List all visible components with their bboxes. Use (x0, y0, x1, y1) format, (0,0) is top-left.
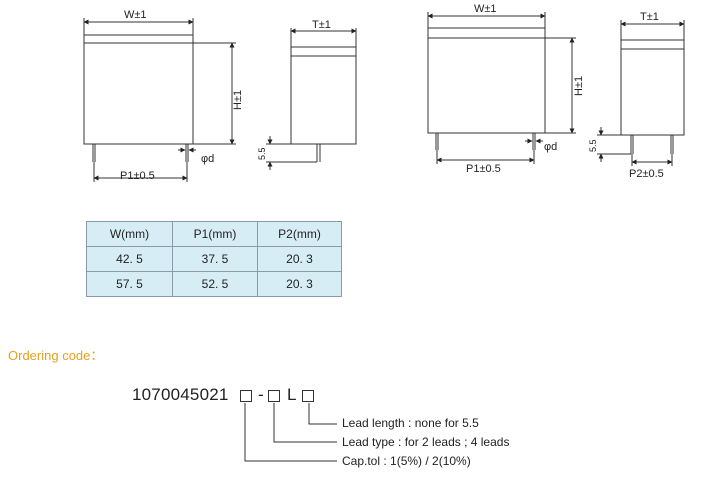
right-front-height-label: H±1 (573, 76, 585, 96)
left-front-body (83, 34, 194, 145)
ordering-base-code: 1070045021 (132, 385, 229, 404)
table-cell: 42. 5 (86, 246, 173, 272)
ordering-lead-prefix: L (287, 385, 297, 404)
table-cell: 20. 3 (257, 271, 342, 297)
table-cell: 52. 5 (172, 271, 258, 297)
left-front-height-label: H±1 (232, 90, 244, 110)
connector-lead-length (308, 403, 337, 425)
cap-tol-placeholder-box (240, 390, 252, 402)
right-side-body (620, 39, 685, 136)
right-side-thickness-label: T±1 (640, 11, 659, 23)
table-header-cell: W(mm) (86, 221, 173, 247)
table-row: 57. 5 52. 5 20. 3 (86, 271, 342, 297)
ordering-code-title: Ordering code： (8, 348, 104, 363)
left-front-width-label: W±1 (124, 9, 147, 21)
connector-cap-tol (244, 403, 337, 462)
right-front-view (427, 12, 576, 164)
note-lead-type: Lead type : for 2 leads ; 4 leads (342, 435, 510, 449)
spec-table: W(mm) P1(mm) P2(mm) 42. 5 37. 5 20. 3 57… (86, 221, 342, 297)
table-row: 42. 5 37. 5 20. 3 (86, 246, 342, 272)
connector-lead-type (273, 403, 337, 443)
left-side-body (290, 46, 357, 145)
table-cell: 37. 5 (172, 246, 258, 272)
right-side-pitch2-label: P2±0.5 (629, 168, 664, 180)
note-cap-tol: Cap.tol : 1(5%) / 2(10%) (342, 454, 471, 468)
left-side-view (266, 28, 357, 170)
note-lead-length: Lead length : none for 5.5 (342, 416, 479, 430)
left-side-lead-label: 5.5 (257, 147, 267, 160)
right-front-pitch-label: P1±0.5 (466, 163, 501, 175)
table-cell: 20. 3 (257, 246, 342, 272)
table-header-cell: P1(mm) (172, 221, 258, 247)
right-side-lead-label: 5.5 (588, 139, 598, 152)
lead-type-placeholder-box (268, 390, 280, 402)
left-front-pitch-label: P1±0.5 (120, 170, 155, 182)
table-header-row: W(mm) P1(mm) P2(mm) (86, 221, 342, 247)
right-front-body (427, 27, 546, 134)
table-cell: 57. 5 (86, 271, 173, 297)
left-front-pin-label: φd (201, 153, 214, 165)
ordering-separator: - (258, 385, 264, 404)
right-front-width-label: W±1 (474, 3, 497, 15)
lead-length-placeholder-box (302, 390, 314, 402)
right-front-pin-label: φd (544, 141, 557, 153)
right-side-view (597, 20, 685, 166)
left-front-view (83, 18, 236, 182)
ordering-connectors (244, 403, 337, 462)
table-header-cell: P2(mm) (257, 221, 342, 247)
left-side-thickness-label: T±1 (312, 19, 331, 31)
